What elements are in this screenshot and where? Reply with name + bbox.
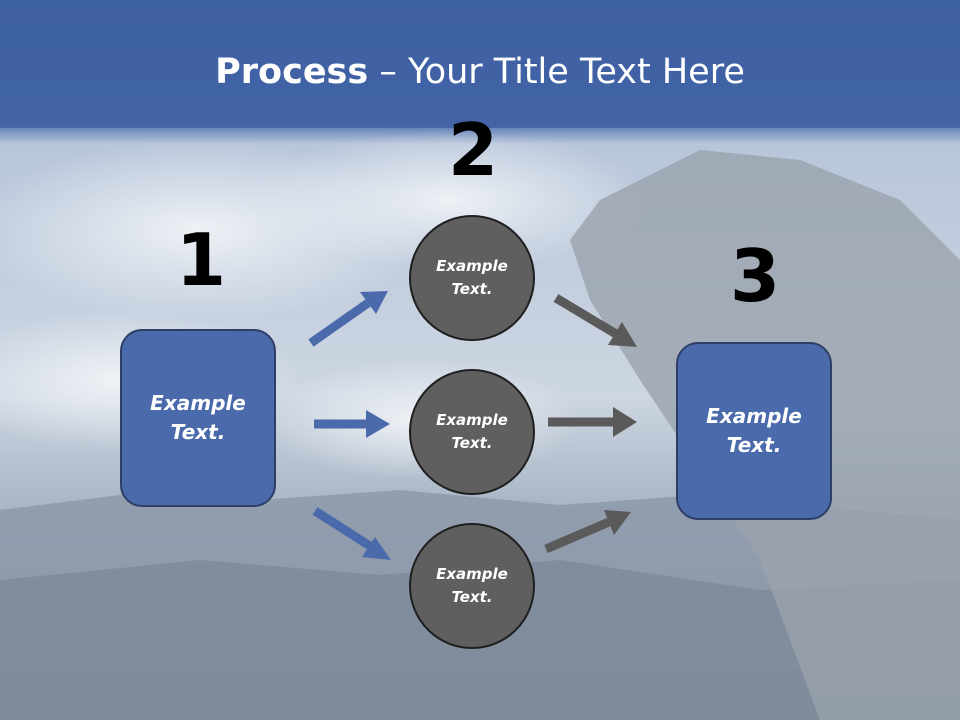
arrow-top-to-right bbox=[553, 294, 637, 347]
left-box: Example Text. bbox=[120, 329, 276, 507]
arrow-left-to-middle bbox=[314, 410, 390, 438]
step-number-1: 1 bbox=[176, 218, 227, 302]
slide-title: Process – Your Title Text Here bbox=[0, 52, 960, 92]
title-rest: – Your Title Text Here bbox=[368, 52, 745, 92]
right-box: Example Text. bbox=[676, 342, 832, 520]
circle-top: Example Text. bbox=[409, 215, 535, 341]
arrow-left-to-top bbox=[308, 291, 388, 347]
circle-middle: Example Text. bbox=[409, 369, 535, 495]
arrow-bottom-to-right bbox=[544, 510, 631, 554]
step-number-3: 3 bbox=[730, 234, 781, 318]
circle-top-text: Example Text. bbox=[436, 257, 508, 298]
title-bold: Process bbox=[215, 52, 369, 92]
arrow-left-to-bottom bbox=[312, 507, 391, 560]
step-number-2: 2 bbox=[448, 108, 499, 192]
right-box-text: Example Text. bbox=[706, 404, 802, 457]
circle-middle-text: Example Text. bbox=[436, 411, 508, 452]
circle-bottom: Example Text. bbox=[409, 523, 535, 649]
circle-bottom-text: Example Text. bbox=[436, 565, 508, 606]
left-box-text: Example Text. bbox=[150, 391, 246, 444]
arrow-middle-to-right bbox=[548, 407, 637, 437]
